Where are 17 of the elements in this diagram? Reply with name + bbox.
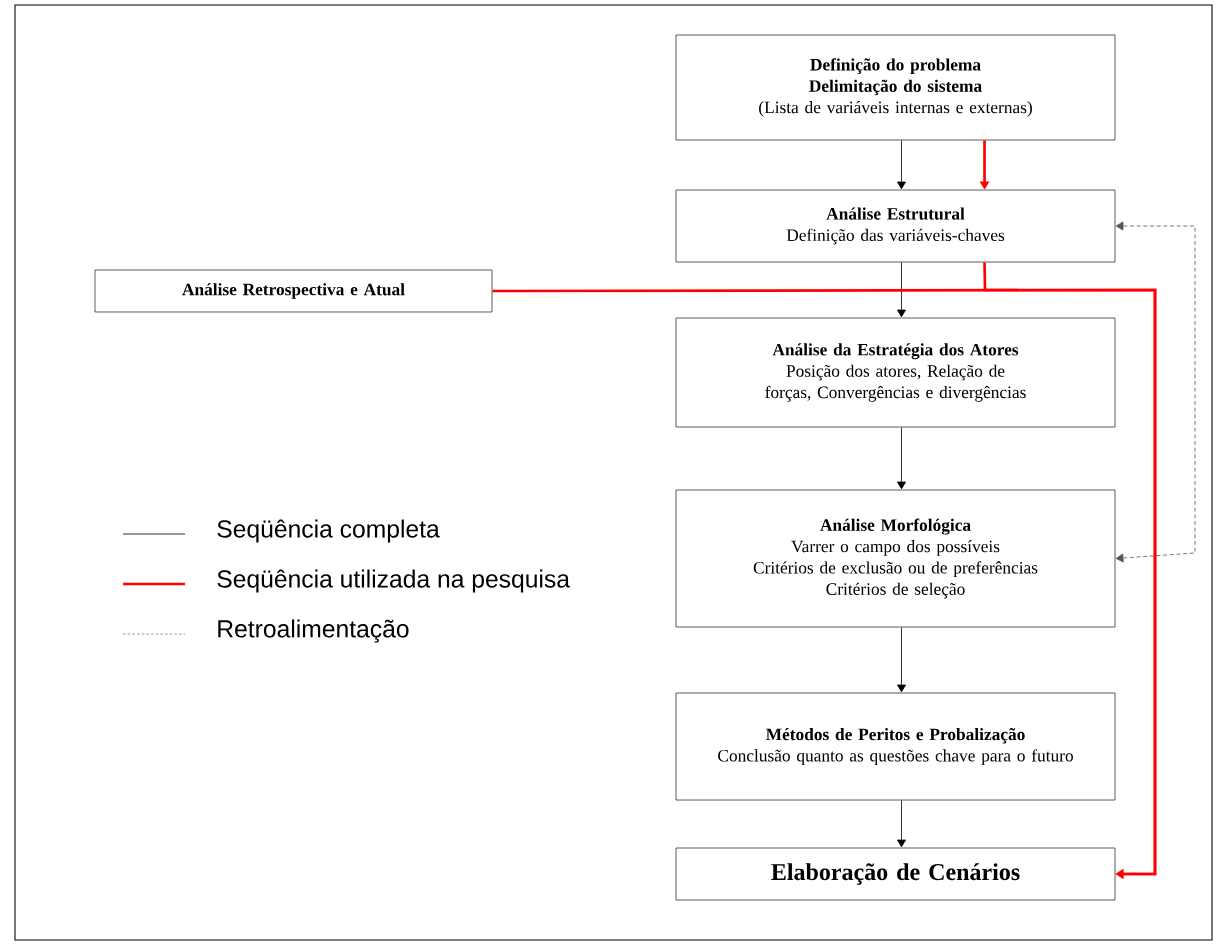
arrow [897,427,906,490]
arrow [897,627,906,693]
process-box: Análise da Estratégia dos Atores Posição dos atores, Relação de forças, Convergências e divergências [675,317,1116,428]
process-box: Definição do problema Delimitação do sistema (Lista de variáveis internas e externas) [675,34,1116,141]
process-box: Análise Retrospectiva e Atual [94,269,493,313]
legend-text: Seqüência completa [217,519,440,543]
process-box: Métodos de Peritos e Probalização Conclusão quanto as questões chave para o futuro [675,692,1116,801]
process-box: Elaboração de Cenários [675,847,1116,901]
process-box: Análise Estrutural Definição das variáveis-chaves [675,189,1116,263]
arrow [492,288,1157,879]
arrow [1115,221,1196,563]
arrow [897,262,906,318]
process-box: Análise Morfológica Varrer o campo dos possíveis Critérios de exclusão ou de preferências Critérios de seleção [675,489,1116,628]
arrow [897,800,906,848]
legend-text: Seqüência utilizada na pesquisa [217,569,570,593]
arrow [897,140,906,190]
legend-text: Retroalimentação [218,619,409,643]
